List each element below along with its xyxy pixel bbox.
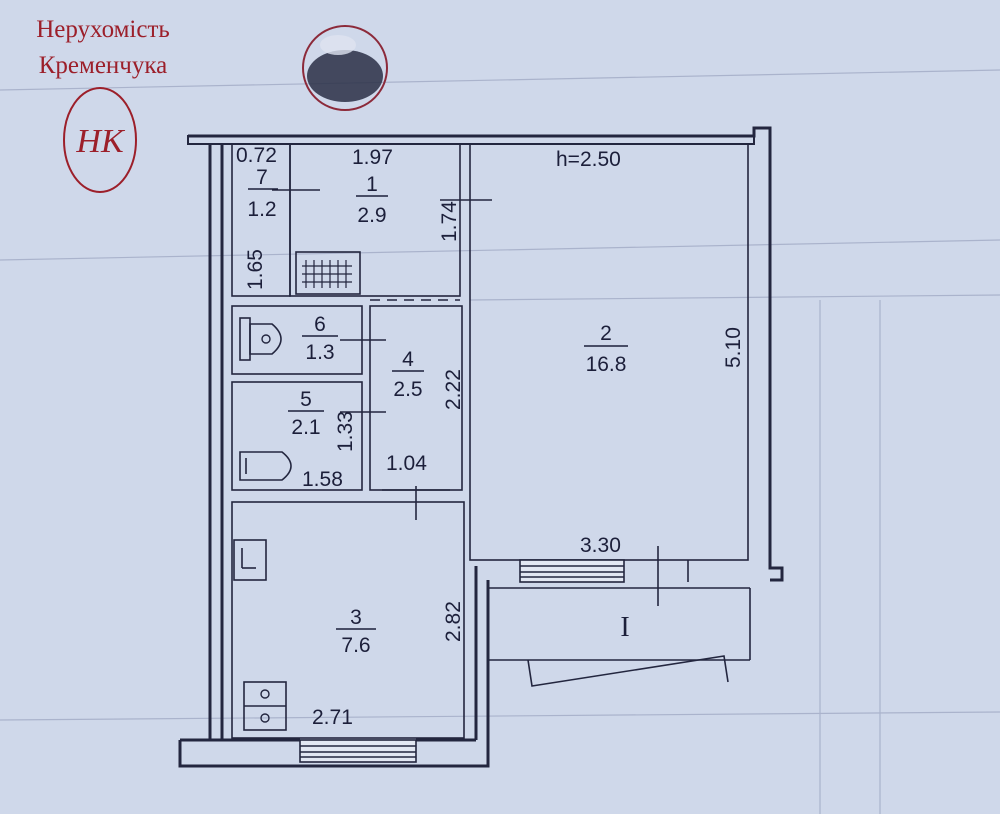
room-4-area: 2.5 [393, 378, 422, 401]
dimension-ticks [272, 189, 492, 520]
ceiling-height: h=2.50 [556, 148, 621, 171]
dim-1-74: 1.74 [438, 201, 461, 242]
room-1-area: 2.9 [357, 204, 386, 227]
logo-emblem: НК [63, 87, 137, 193]
dim-3-30: 3.30 [580, 534, 621, 557]
dim-2-22: 2.22 [442, 369, 465, 410]
dim-2-71: 2.71 [312, 706, 353, 729]
agency-logo: Нерухомість Кременчука [8, 12, 198, 84]
dim-2-82: 2.82 [442, 601, 465, 642]
kitchen-window [299, 739, 417, 763]
stove-grid-icon [302, 260, 352, 288]
balcony-label: I [620, 612, 629, 643]
agency-name-line2: Кременчука [38, 52, 168, 79]
dim-1-65: 1.65 [244, 249, 267, 290]
room-7-number: 7 [256, 166, 268, 189]
room-2-area: 16.8 [586, 353, 627, 376]
room-1-number: 1 [366, 173, 378, 196]
room-3-number: 3 [350, 606, 362, 629]
room-5-area: 2.1 [291, 416, 320, 439]
dim-0-72: 0.72 [236, 144, 277, 167]
agency-name-line1: Нерухомість [36, 16, 170, 43]
dimension-labels: 0.72 1.97 h=2.50 1.74 1.65 5.10 2.22 1.3… [236, 144, 745, 729]
room-5-number: 5 [300, 388, 312, 411]
cooktop-icon [243, 681, 287, 731]
bathtub-icon [239, 451, 292, 481]
dim-1-97: 1.97 [352, 146, 393, 169]
room-4-number: 4 [402, 348, 414, 371]
background-document-lines [0, 69, 1000, 814]
logo-monogram: НК [75, 123, 126, 160]
balcony [488, 546, 751, 687]
room-6-area: 1.3 [305, 341, 334, 364]
dim-5-10: 5.10 [722, 327, 745, 368]
room-3-area: 7.6 [341, 634, 370, 657]
sink-icon [233, 539, 267, 581]
dim-1-58: 1.58 [302, 468, 343, 491]
dim-1-33: 1.33 [334, 411, 357, 452]
toilet-icon [239, 317, 282, 361]
room-2-number: 2 [600, 322, 612, 345]
rooms [231, 143, 749, 739]
stamp-mark [302, 25, 388, 111]
room-7-area: 1.2 [247, 198, 276, 221]
fixtures [233, 251, 361, 731]
room-6-number: 6 [314, 313, 326, 336]
room-labels: 7 1.2 1 2.9 2 16.8 6 1.3 4 2.5 5 2.1 3 7… [247, 166, 629, 657]
dim-1-04: 1.04 [386, 452, 427, 475]
outer-walls [178, 126, 784, 768]
